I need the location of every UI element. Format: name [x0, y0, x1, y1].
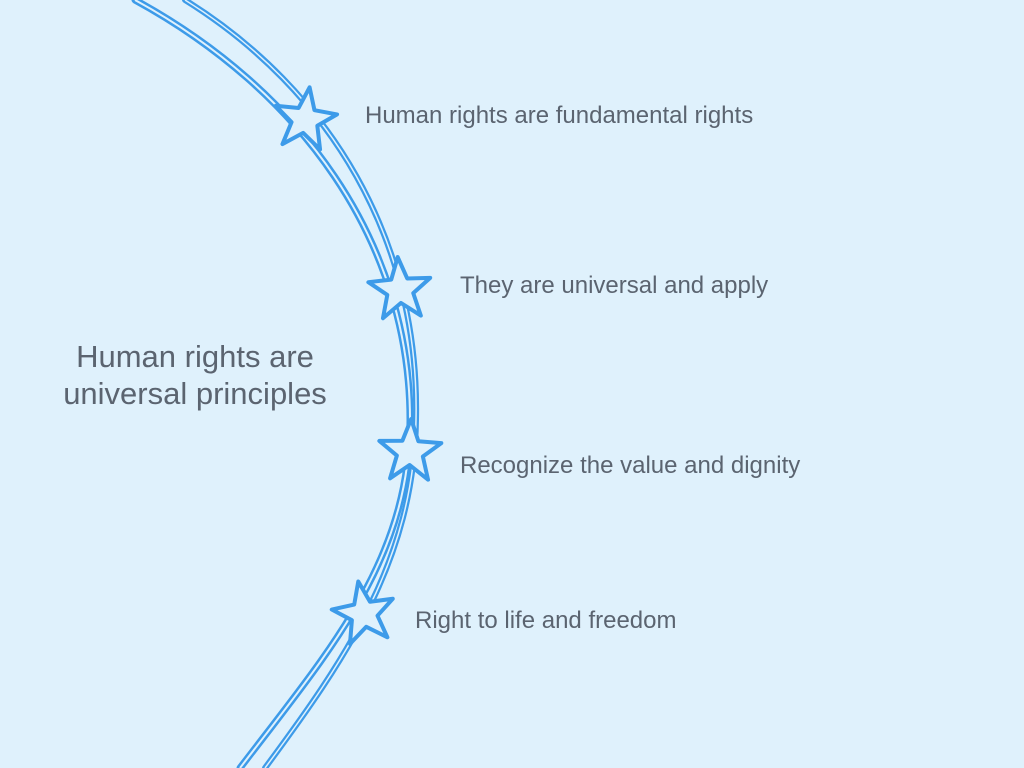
- star-icon: [377, 417, 444, 482]
- star-icon: [329, 579, 395, 646]
- item-label-dignity: Recognize the value and dignity: [460, 452, 801, 479]
- star-icon: [366, 255, 433, 321]
- center-title: Human rights are universal principles: [63, 339, 327, 411]
- arc-inner-inner-line: [184, 0, 417, 768]
- item-label-fundamental-rights: Human rights are fundamental rights: [365, 102, 754, 129]
- item-label-universal: They are universal and apply: [460, 272, 769, 299]
- item-label-life-freedom: Right to life and freedom: [415, 607, 677, 634]
- arc-outer-inner-line: [134, 0, 412, 768]
- star-icon: [273, 85, 340, 152]
